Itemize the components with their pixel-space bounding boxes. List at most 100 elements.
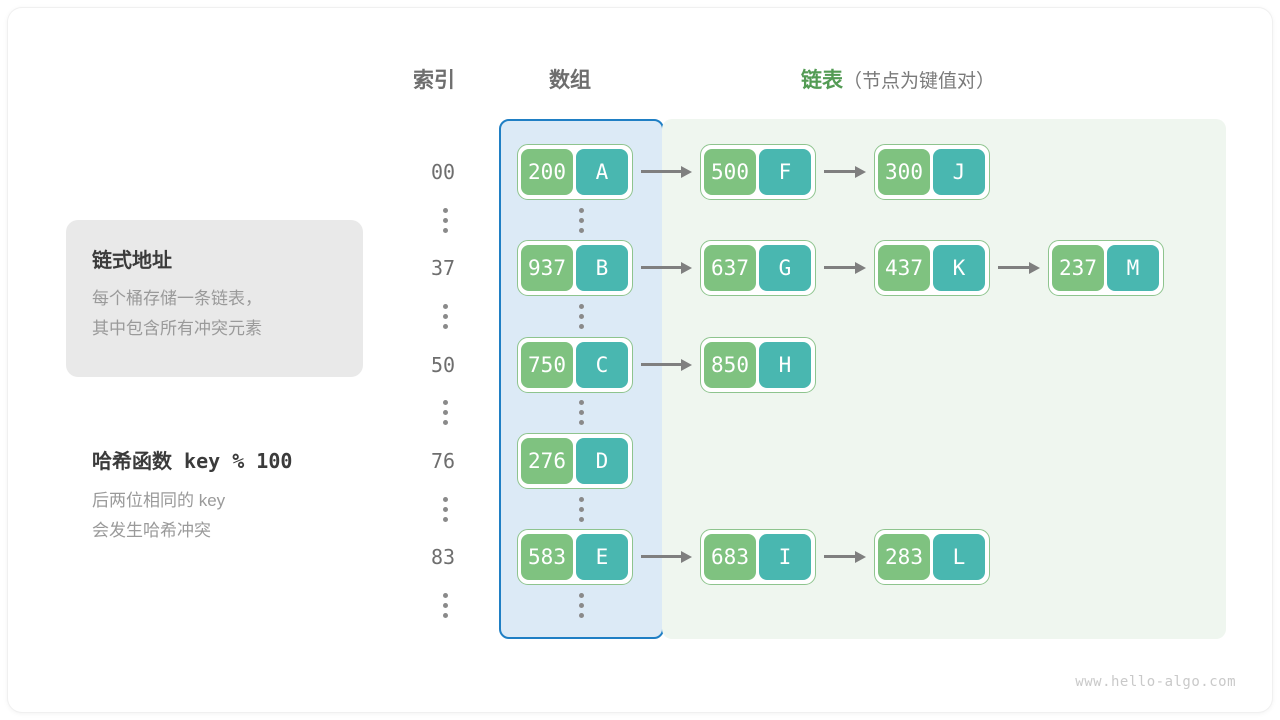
arrow-head (681, 262, 692, 274)
ellipsis-dot (578, 517, 584, 522)
chain-arrow (641, 262, 692, 274)
column-header-linked-list-note: （节点为键值对） (843, 71, 996, 92)
array-ellipsis (576, 593, 586, 618)
index-label: 37 (430, 256, 456, 280)
index-label: 50 (430, 353, 456, 377)
node-value: E (576, 534, 628, 580)
arrow-head (681, 551, 692, 563)
node-key: 283 (878, 534, 930, 580)
ellipsis-dot (578, 324, 584, 329)
ellipsis-dot (442, 304, 448, 309)
arrow-shaft (641, 555, 682, 558)
node-value: G (759, 245, 811, 291)
node-value: I (759, 534, 811, 580)
arrow-head (855, 166, 866, 178)
info-card-title: 链式地址 (92, 250, 172, 272)
chain-arrow (824, 166, 866, 178)
index-ellipsis (440, 208, 450, 233)
ellipsis-dot (578, 507, 584, 512)
chain-arrow (641, 166, 692, 178)
node-key: 850 (704, 342, 756, 388)
arrow-shaft (824, 266, 856, 269)
arrow-head (1029, 262, 1040, 274)
ellipsis-dot (442, 613, 448, 618)
node-key: 300 (878, 149, 930, 195)
node-key: 750 (521, 342, 573, 388)
arrow-shaft (824, 170, 856, 173)
arrow-shaft (824, 555, 856, 558)
ellipsis-dot (442, 410, 448, 415)
ellipsis-dot (442, 507, 448, 512)
diagram-canvas: 索引 数组 链表（节点为键值对） 链式地址 每个桶存储一条链表， 其中包含所有冲… (8, 8, 1272, 712)
info-card-body: 每个桶存储一条链表， 其中包含所有冲突元素 (92, 289, 262, 338)
array-ellipsis (576, 400, 586, 425)
column-header-linked-list: 链表（节点为键值对） (801, 64, 995, 94)
node-value: F (759, 149, 811, 195)
node-key: 200 (521, 149, 573, 195)
index-label: 00 (430, 160, 456, 184)
column-header-index: 索引 (413, 69, 455, 92)
node-key: 237 (1052, 245, 1104, 291)
arrow-shaft (998, 266, 1030, 269)
ellipsis-dot (578, 314, 584, 319)
index-ellipsis (440, 400, 450, 425)
ellipsis-dot (442, 324, 448, 329)
node-key: 637 (704, 245, 756, 291)
hash-function-body: 后两位相同的 key 会发生哈希冲突 (92, 491, 226, 540)
hash-function-title: 哈希函数 key % 100 (92, 449, 293, 473)
chain-arrow (641, 551, 692, 563)
node-value: L (933, 534, 985, 580)
ellipsis-dot (442, 208, 448, 213)
ellipsis-dot (578, 410, 584, 415)
arrow-head (855, 551, 866, 563)
node-value: A (576, 149, 628, 195)
ellipsis-dot (578, 400, 584, 405)
ellipsis-dot (578, 304, 584, 309)
ellipsis-dot (442, 228, 448, 233)
node-value: J (933, 149, 985, 195)
ellipsis-dot (442, 218, 448, 223)
node-key: 437 (878, 245, 930, 291)
ellipsis-dot (442, 420, 448, 425)
array-ellipsis (576, 304, 586, 329)
arrow-head (855, 262, 866, 274)
ellipsis-dot (442, 314, 448, 319)
chain-arrow (998, 262, 1040, 274)
arrow-shaft (641, 170, 682, 173)
arrow-shaft (641, 363, 682, 366)
index-ellipsis (440, 304, 450, 329)
arrow-shaft (641, 266, 682, 269)
index-label: 76 (430, 449, 456, 473)
ellipsis-dot (442, 497, 448, 502)
ellipsis-dot (578, 497, 584, 502)
ellipsis-dot (578, 593, 584, 598)
node-value: B (576, 245, 628, 291)
ellipsis-dot (442, 593, 448, 598)
chain-arrow (824, 551, 866, 563)
arrow-head (681, 166, 692, 178)
ellipsis-dot (578, 420, 584, 425)
index-ellipsis (440, 593, 450, 618)
column-header-linked-list-label: 链表 (801, 69, 843, 92)
ellipsis-dot (578, 613, 584, 618)
index-label: 83 (430, 545, 456, 569)
node-key: 500 (704, 149, 756, 195)
node-key: 937 (521, 245, 573, 291)
ellipsis-dot (442, 517, 448, 522)
ellipsis-dot (442, 400, 448, 405)
column-header-array: 数组 (549, 69, 591, 92)
ellipsis-dot (578, 603, 584, 608)
info-card-chaining: 链式地址 每个桶存储一条链表， 其中包含所有冲突元素 (66, 220, 363, 377)
ellipsis-dot (578, 208, 584, 213)
